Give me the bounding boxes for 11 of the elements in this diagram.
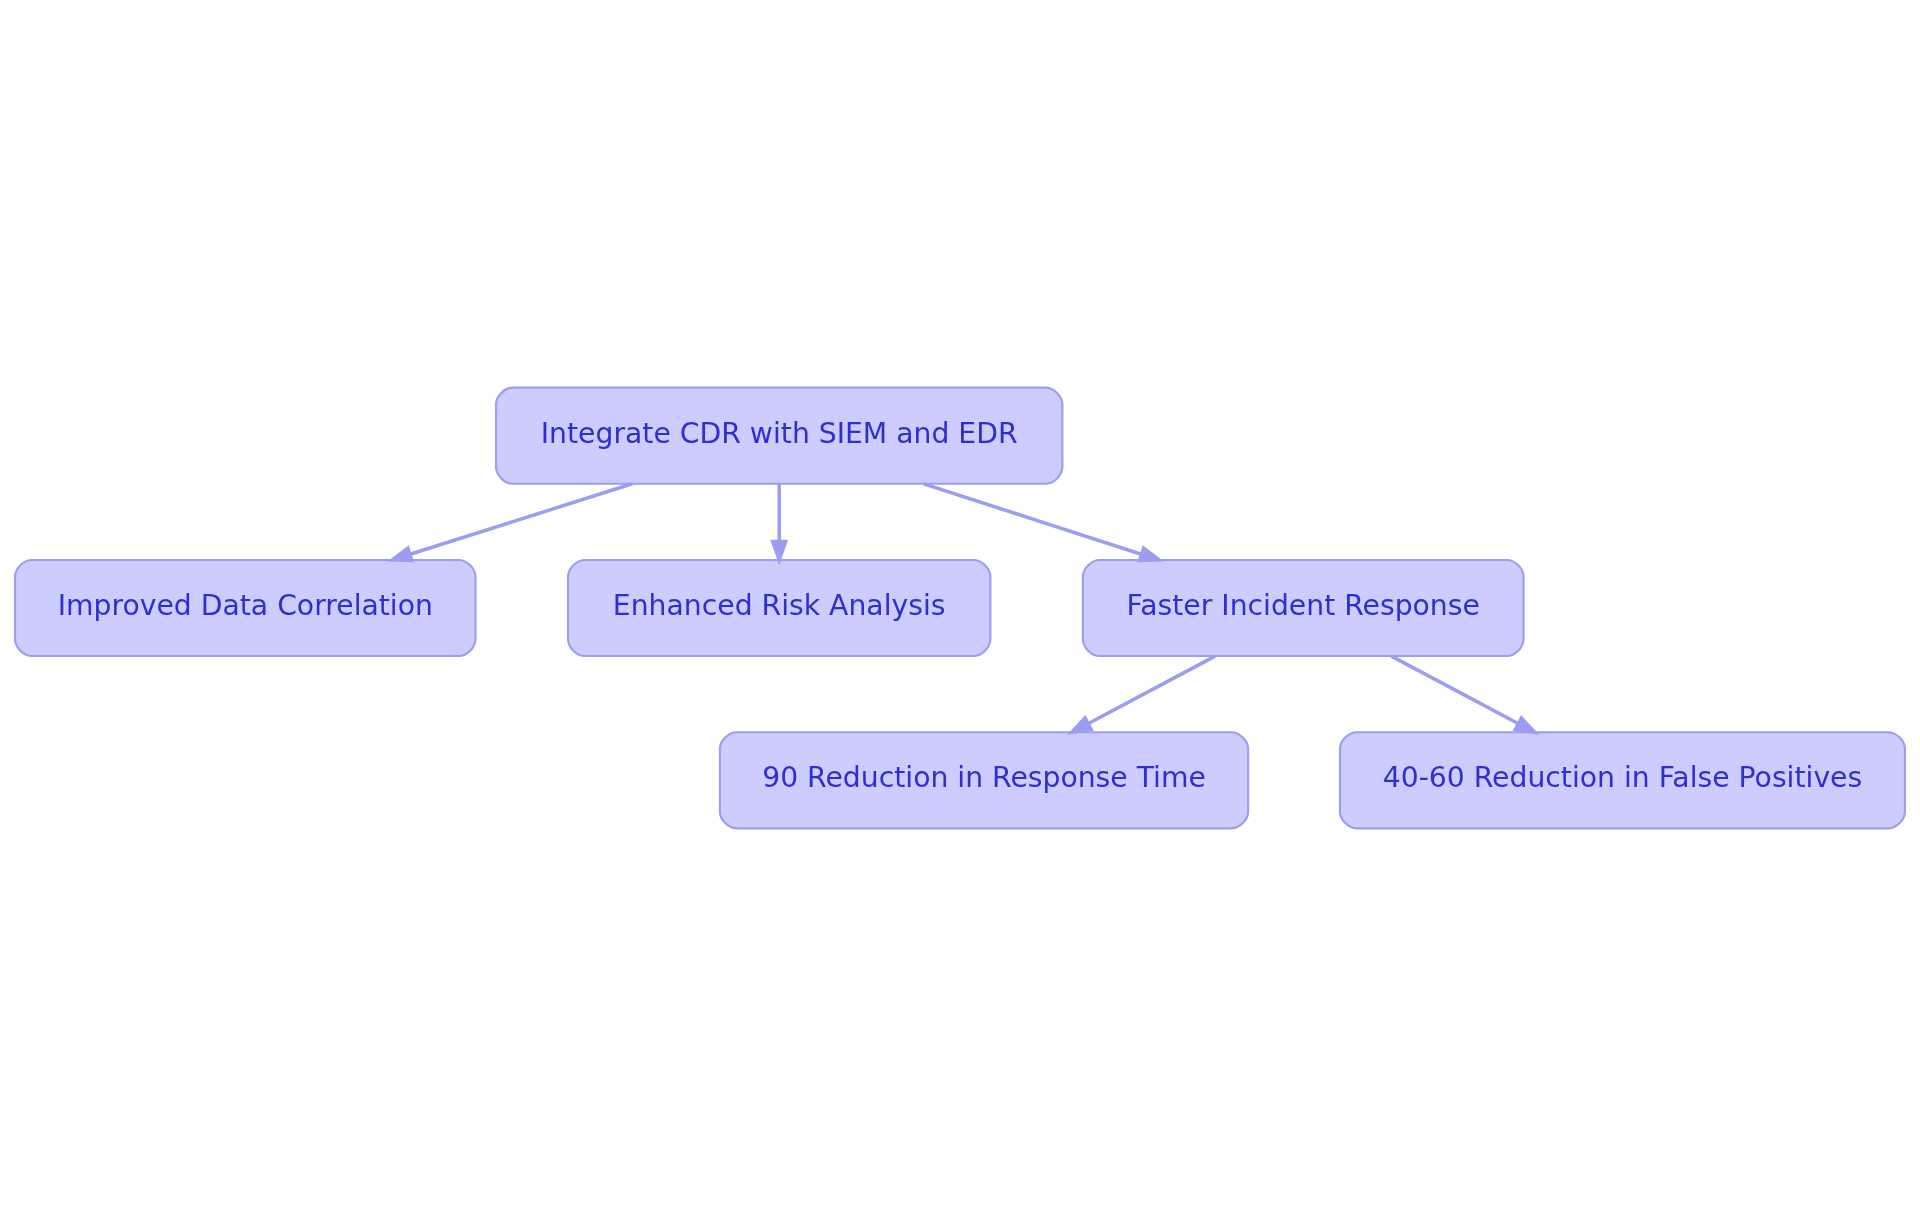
- arrow: [770, 483, 789, 565]
- node-box: Enhanced Risk Analysis: [566, 558, 992, 657]
- node-box: Integrate CDR with SIEM and EDR: [494, 386, 1064, 485]
- node-box: 40-60 Reduction in False Positives: [1338, 730, 1906, 829]
- arrow: [923, 481, 1165, 562]
- node-box: 90 Reduction in Response Time: [718, 730, 1250, 829]
- node-box: Faster Incident Response: [1081, 558, 1525, 657]
- node-box: Improved Data Correlation: [13, 558, 477, 657]
- arrow: [1067, 654, 1216, 735]
- arrow: [387, 481, 633, 562]
- arrow: [1390, 654, 1540, 735]
